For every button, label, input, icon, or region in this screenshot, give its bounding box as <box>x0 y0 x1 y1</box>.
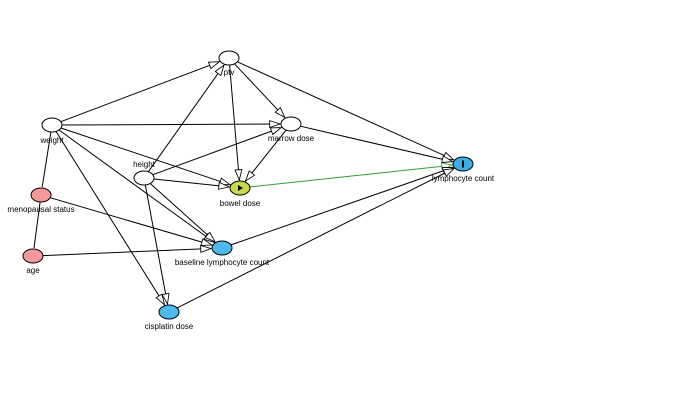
nodes-layer <box>22 50 474 320</box>
edge-ptv-to-marrow-dose[interactable] <box>234 63 285 118</box>
node-weight-ellipse <box>41 117 63 133</box>
node-ptv-ellipse <box>218 50 240 66</box>
node-bowel-dose[interactable] <box>229 180 251 196</box>
edge-weight-to-marrow-dose[interactable] <box>61 124 280 125</box>
labels-layer: ptv marrow dose weight height bowel dose lymp… <box>7 68 494 331</box>
edge-cisplatin-dose-to-lymphocyte-count[interactable] <box>176 169 454 309</box>
node-label-marrow-dose: marrow dose <box>268 134 315 143</box>
node-menopausal-status-ellipse <box>30 187 52 203</box>
edge-marrow-dose-to-lymphocyte-count[interactable] <box>300 125 453 161</box>
node-marrow-dose[interactable] <box>280 116 302 132</box>
node-label-age: age <box>26 266 40 275</box>
node-age-ellipse <box>22 248 44 264</box>
edge-ptv-to-bowel-dose[interactable] <box>229 64 240 180</box>
edge-bowel-dose-to-lymphocyte-count[interactable] <box>249 165 452 188</box>
node-baseline-lymphocyte-count[interactable] <box>211 240 233 256</box>
edge-height-to-ptv[interactable] <box>147 65 224 172</box>
edge-menopausal-status-to-baseline-lymphocyte-count[interactable] <box>50 197 212 245</box>
edge-ptv-to-lymphocyte-count[interactable] <box>237 61 453 160</box>
edge-weight-to-ptv[interactable] <box>60 62 220 123</box>
play-icon <box>238 185 243 191</box>
node-label-cisplatin-dose: cisplatin dose <box>145 322 194 331</box>
edge-height-to-marrow-dose[interactable] <box>152 127 281 176</box>
edges-layer <box>33 61 454 309</box>
node-lymphocyte-count[interactable] <box>452 156 474 172</box>
node-marrow-dose-ellipse <box>280 116 302 132</box>
node-height[interactable] <box>133 170 155 186</box>
node-menopausal-status[interactable] <box>30 187 52 203</box>
node-label-lymphocyte-count: lymphocyte count <box>432 174 495 183</box>
node-age[interactable] <box>22 248 44 264</box>
edge-weight-to-bowel-dose[interactable] <box>60 127 230 186</box>
edge-marrow-dose-to-bowel-dose[interactable] <box>246 129 287 181</box>
node-label-menopausal-status: menopausal status <box>7 205 74 214</box>
node-label-ptv: ptv <box>224 68 235 77</box>
node-baseline-lymphocyte-count-ellipse <box>211 240 233 256</box>
edge-menopausal-status-to-age[interactable] <box>33 201 41 249</box>
edge-weight-to-menopausal-status[interactable] <box>41 131 52 188</box>
edge-weight-to-baseline-lymphocyte-count[interactable] <box>58 129 214 242</box>
node-weight[interactable] <box>41 117 63 133</box>
edge-baseline-lymphocyte-count-to-lymphocyte-count[interactable] <box>230 166 453 246</box>
node-label-height: height <box>133 160 156 169</box>
edge-age-to-baseline-lymphocyte-count[interactable] <box>42 249 211 257</box>
node-height-ellipse <box>133 170 155 186</box>
node-cisplatin-dose[interactable] <box>158 304 180 320</box>
edge-height-to-cisplatin-dose[interactable] <box>144 184 167 304</box>
node-ptv[interactable] <box>218 50 240 66</box>
node-label-bowel-dose: bowel dose <box>220 199 261 208</box>
edge-height-to-bowel-dose[interactable] <box>153 178 229 187</box>
node-cisplatin-dose-ellipse <box>158 304 180 320</box>
edge-height-to-baseline-lymphocyte-count[interactable] <box>149 183 215 242</box>
outcome-bar-icon <box>462 160 464 168</box>
node-label-baseline-lymphocyte-count: baseline lymphocyte count <box>175 258 270 267</box>
node-label-weight: weight <box>39 136 64 145</box>
edge-weight-to-cisplatin-dose[interactable] <box>55 131 165 304</box>
